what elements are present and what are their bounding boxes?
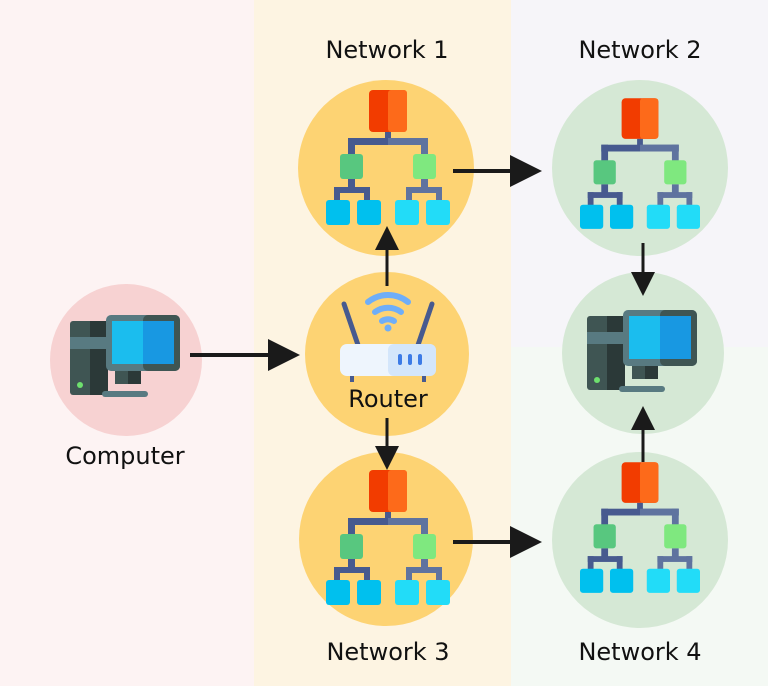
network-4-label: Network 4 [578,638,702,666]
wifi-router-icon [340,291,436,382]
network-2-label: Network 2 [578,36,702,64]
network-1-label: Network 1 [325,36,449,64]
network-3-label: Network 3 [326,638,450,666]
computer-label: Computer [65,442,185,470]
desktop-computer-icon [70,315,180,397]
network-hierarchy-icon [326,90,450,225]
router-label: Router [348,385,428,413]
network-hierarchy-icon [580,98,700,229]
network-hierarchy-icon [326,470,450,605]
desktop-computer-icon [587,310,697,392]
network-hierarchy-icon [580,462,700,593]
